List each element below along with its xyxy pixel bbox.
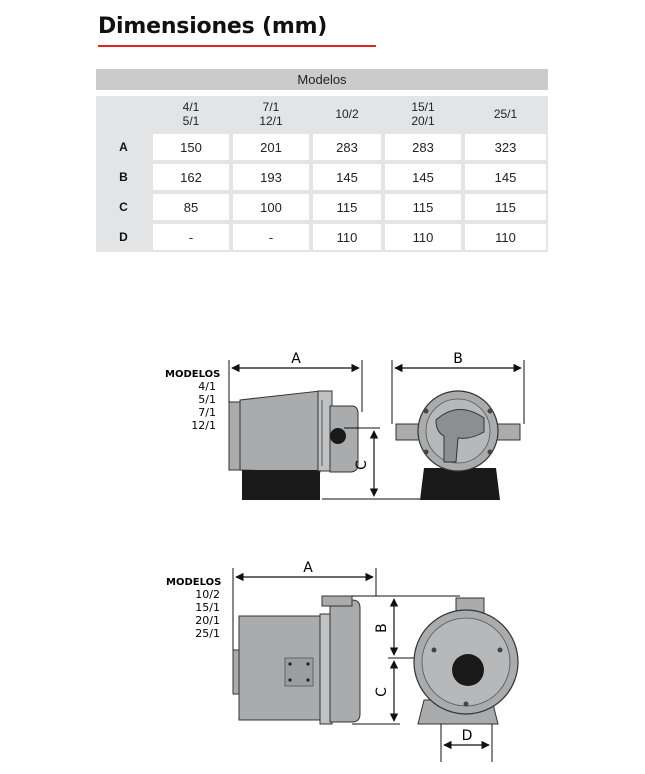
column-header: 4/1 5/1 — [151, 96, 231, 132]
bottom-diagram: MODELOS 10/2 15/1 20/1 25/1 A B C — [166, 560, 519, 762]
page-title: Dimensiones (mm) — [98, 14, 328, 39]
model-label: 10/2 — [195, 588, 220, 601]
models-label: MODELOS — [165, 369, 220, 380]
table-cell: - — [153, 224, 229, 250]
table-cell: 150 — [153, 134, 229, 160]
table-cell: 115 — [465, 194, 546, 220]
pump-side-view — [228, 390, 359, 500]
outlet-port — [330, 428, 346, 444]
column-header-line: 7/1 — [262, 100, 280, 114]
column-header-line: 10/2 — [335, 107, 359, 121]
column-header: 15/1 20/1 — [383, 96, 463, 132]
dimension-d-label: D — [462, 728, 473, 744]
table-cell: 323 — [465, 134, 546, 160]
column-header-line: 15/1 — [411, 100, 435, 114]
model-label: 20/1 — [195, 614, 220, 627]
column-header: 25/1 — [463, 96, 548, 132]
pump-front-view — [413, 597, 519, 725]
dimension-a-label: A — [303, 560, 313, 576]
title-underline — [98, 45, 376, 47]
table-cell: 100 — [233, 194, 309, 220]
pump-front-view — [395, 390, 521, 500]
dimension-a-label: A — [291, 351, 301, 367]
inlet-port — [452, 654, 484, 686]
table-cell: 110 — [385, 224, 461, 250]
table-cell: 115 — [385, 194, 461, 220]
model-label: 7/1 — [198, 406, 216, 419]
table-cell: 145 — [465, 164, 546, 190]
dimension-b-label: B — [374, 623, 390, 633]
dimensions-table: Modelos 4/1 5/1 7/1 12/1 10/2 15/1 20/1 … — [96, 69, 548, 259]
model-label: 15/1 — [195, 601, 220, 614]
model-label: 12/1 — [191, 419, 216, 432]
column-header-line: 4/1 — [182, 100, 200, 114]
table-cell: 110 — [465, 224, 546, 250]
table-cell: 115 — [313, 194, 381, 220]
column-header: 10/2 — [311, 96, 383, 132]
dimension-b-label: B — [453, 351, 463, 367]
table-cell: 201 — [233, 134, 309, 160]
table-cell: 110 — [313, 224, 381, 250]
column-header-line: 20/1 — [411, 114, 435, 128]
column-header: 7/1 12/1 — [231, 96, 311, 132]
row-label: B — [119, 170, 128, 184]
row-label: D — [119, 230, 128, 244]
model-label: 5/1 — [198, 393, 216, 406]
model-label: 4/1 — [198, 380, 216, 393]
dimension-c-label: C — [374, 687, 390, 697]
column-header-line: 12/1 — [259, 114, 283, 128]
dimension-c-label: C — [354, 460, 370, 470]
table-cell: 85 — [153, 194, 229, 220]
model-label: 25/1 — [195, 627, 220, 640]
models-label: MODELOS — [166, 577, 221, 588]
row-label: A — [119, 140, 128, 154]
table-cell: - — [233, 224, 309, 250]
table-cell: 162 — [153, 164, 229, 190]
column-header-line: 5/1 — [182, 114, 200, 128]
models-header: Modelos — [96, 69, 548, 90]
column-header-line: 25/1 — [493, 107, 518, 121]
dimensions-grid: 4/1 5/1 7/1 12/1 10/2 15/1 20/1 25/1 A 1… — [96, 96, 548, 252]
table-cell: 145 — [313, 164, 381, 190]
table-cell: 283 — [313, 134, 381, 160]
row-label: C — [119, 200, 128, 214]
pump-side-view — [232, 595, 361, 725]
table-cell: 283 — [385, 134, 461, 160]
top-diagram: MODELOS 4/1 5/1 7/1 12/1 A C — [165, 351, 525, 500]
table-cell: 193 — [233, 164, 309, 190]
table-cell: 145 — [385, 164, 461, 190]
